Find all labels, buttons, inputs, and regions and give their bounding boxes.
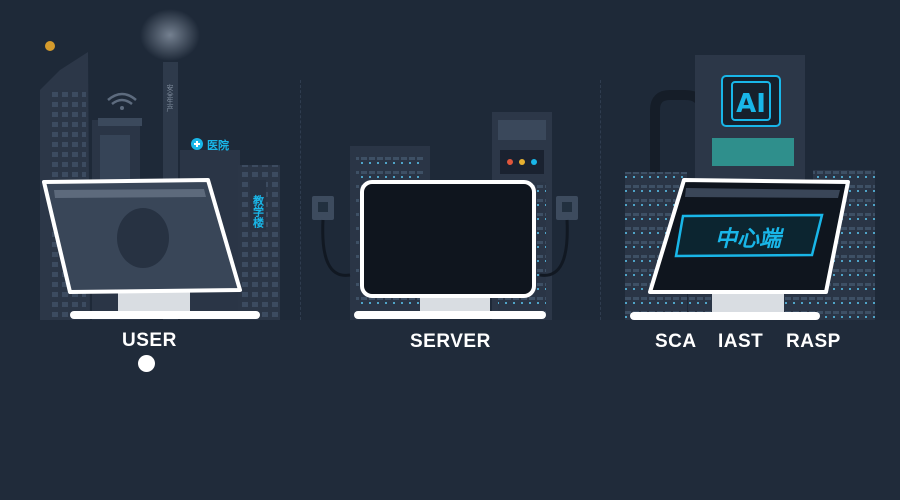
- scene-artwork: 安全生产 医院 教学楼: [40, 9, 875, 320]
- section-divider-1: [300, 80, 301, 320]
- status-led-yellow: [519, 159, 525, 165]
- module-iast-label: IAST: [718, 331, 764, 352]
- user-indicator-dot: [138, 355, 155, 372]
- status-led-red: [507, 159, 513, 165]
- module-rasp-label: RASP: [786, 331, 841, 352]
- ground-floor: [0, 320, 900, 500]
- center-screen-text: 中心端: [715, 227, 785, 252]
- server-monitor: [354, 180, 546, 319]
- center-screen-badge: [674, 213, 824, 258]
- factory-sign: 安全生产: [166, 83, 174, 113]
- ai-chip-icon: AI: [721, 75, 781, 127]
- chimney-smoke: [140, 9, 200, 61]
- section-divider-2: [600, 80, 601, 320]
- center-group: AI: [625, 55, 875, 320]
- module-sca-label: SCA: [655, 331, 697, 352]
- server-monitor-screen: [360, 180, 536, 298]
- status-led-blue: [531, 159, 537, 165]
- user-avatar-placeholder: [117, 208, 169, 268]
- ai-chip-label: AI: [736, 89, 766, 119]
- coin-icon: [45, 41, 55, 51]
- hospital-sign: 医院: [207, 138, 229, 152]
- wifi-icon: [107, 92, 137, 110]
- center-monitor: 中心端: [630, 178, 850, 320]
- ai-tower-panel: [712, 138, 794, 166]
- cable-left: [321, 219, 351, 277]
- user-monitor: [42, 178, 260, 319]
- user-label: USER: [122, 330, 177, 351]
- server-label: SERVER: [410, 331, 491, 352]
- teaching-building-sign: 教学楼: [252, 194, 266, 229]
- pipe: [650, 90, 707, 180]
- cable-right: [539, 219, 569, 277]
